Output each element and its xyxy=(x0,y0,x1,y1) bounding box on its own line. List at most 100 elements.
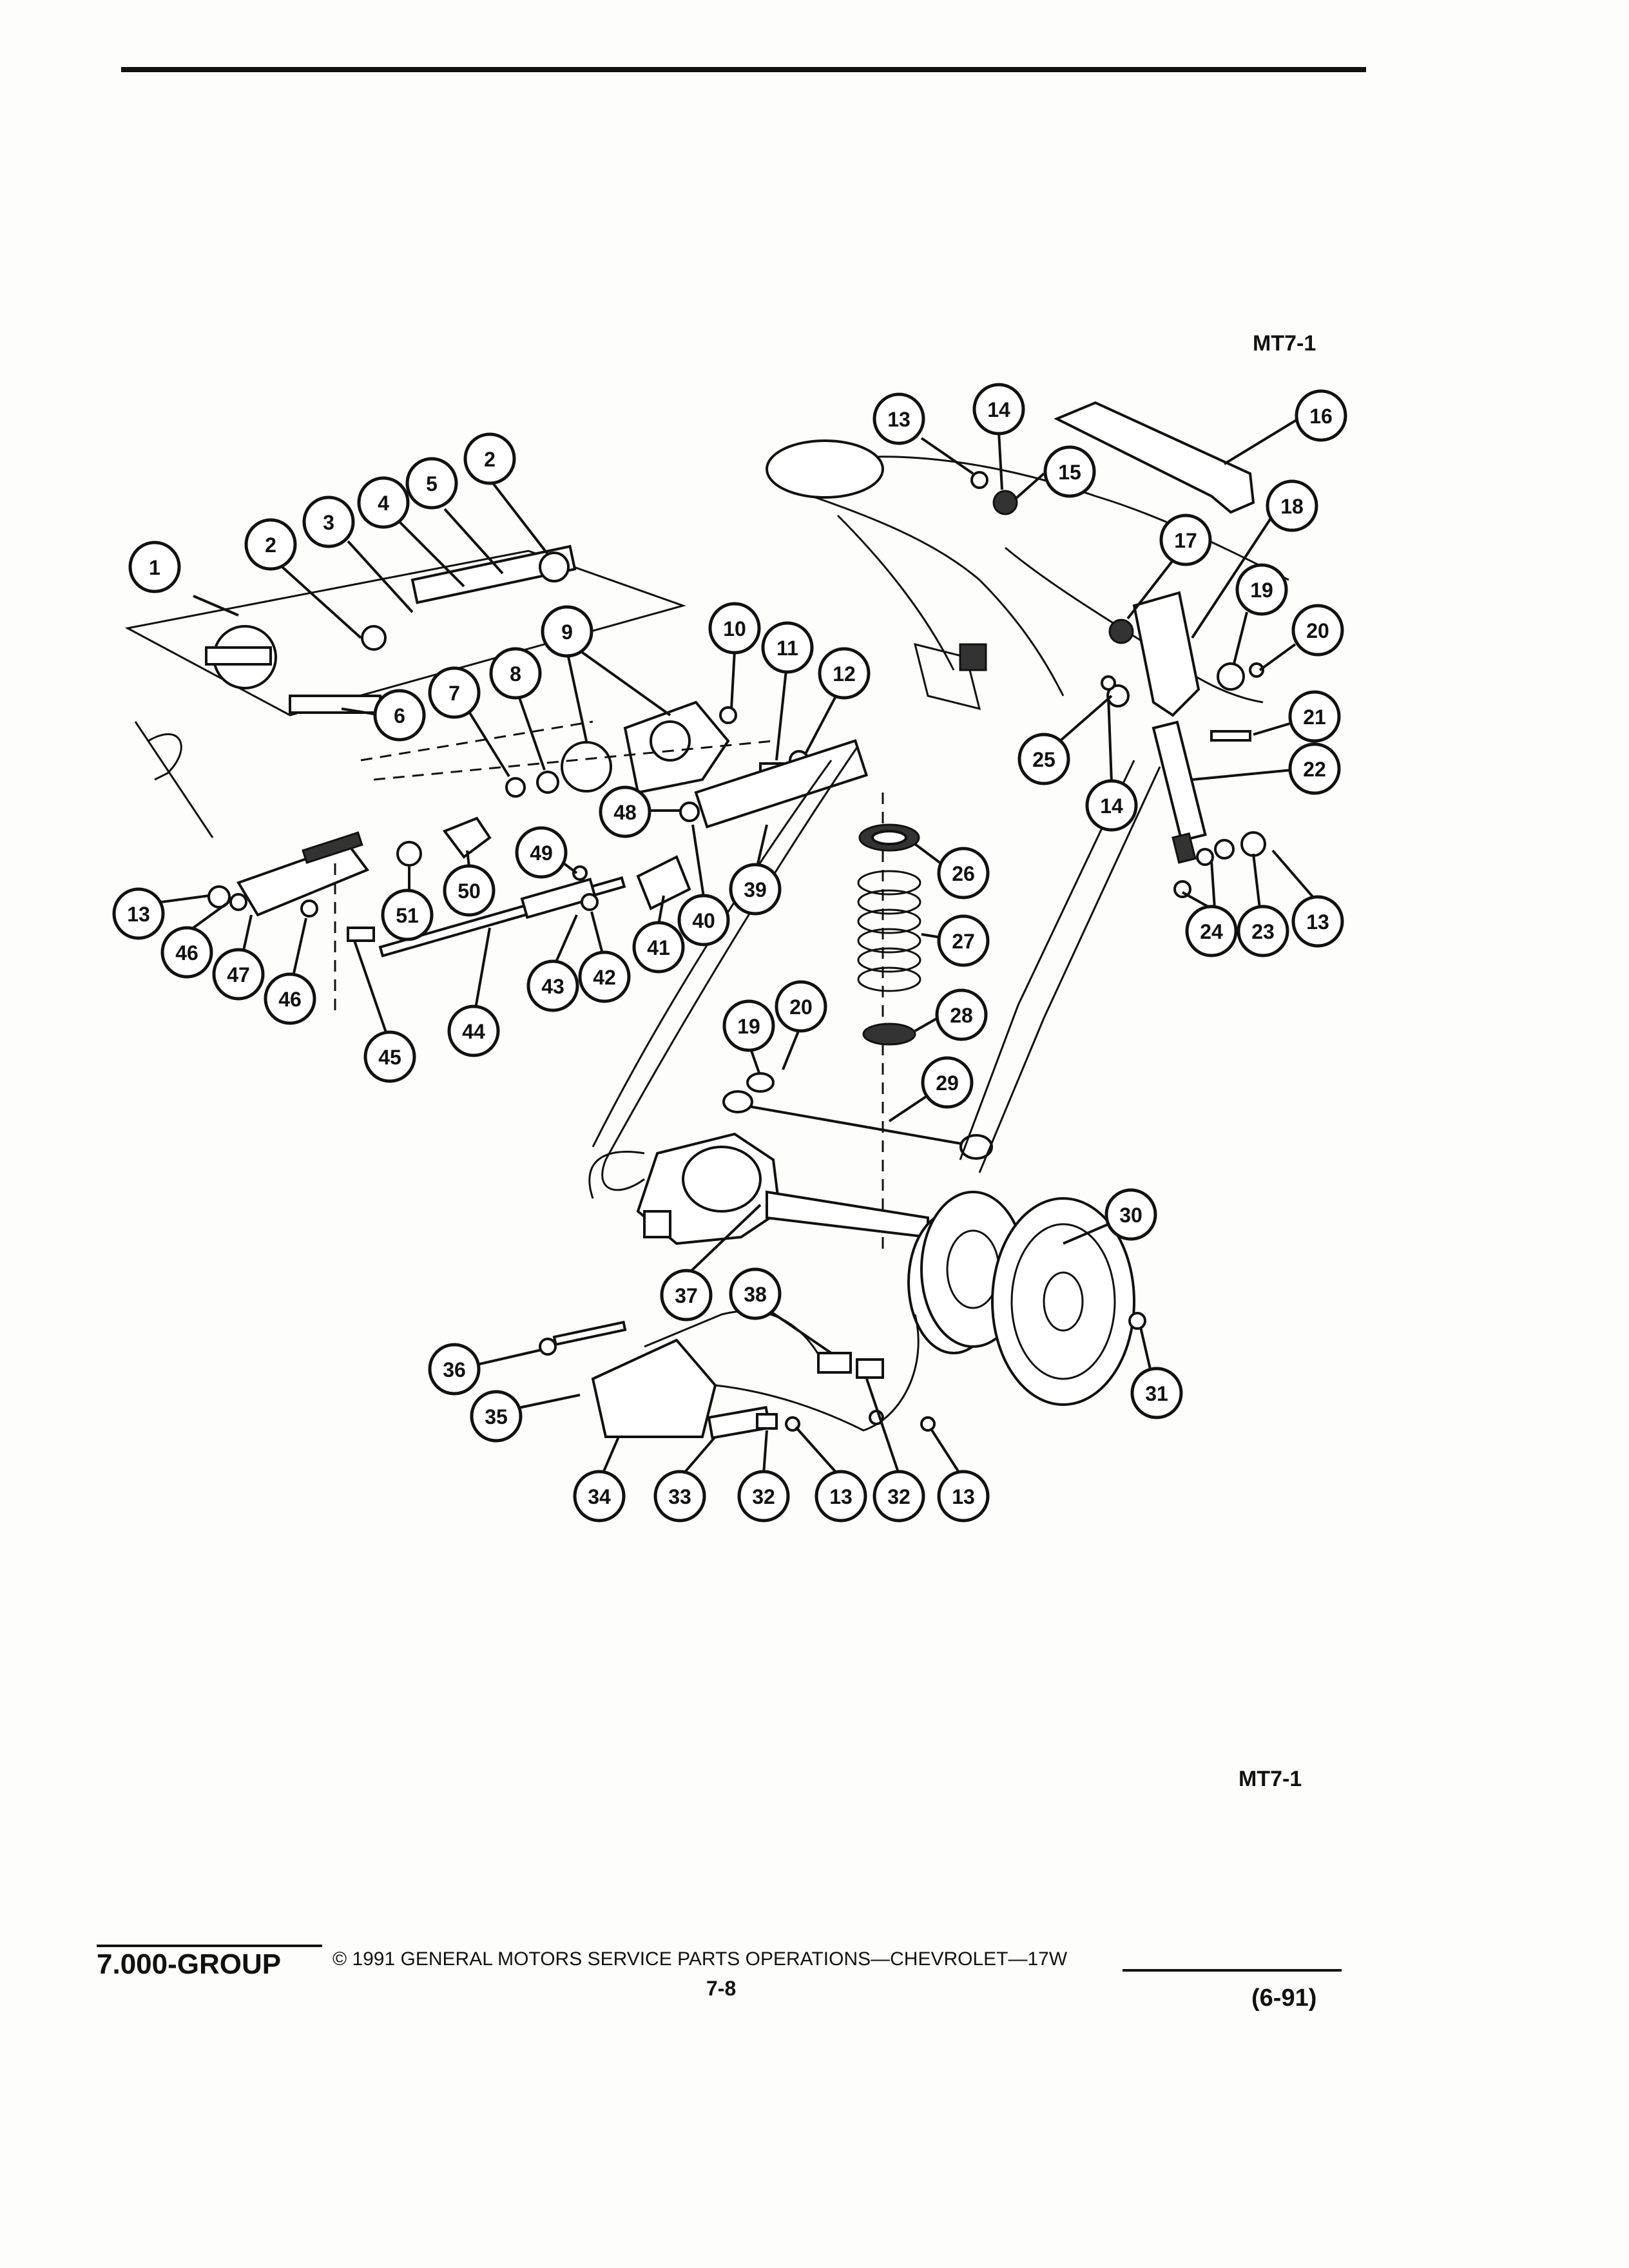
svg-text:28: 28 xyxy=(950,1004,973,1027)
svg-text:31: 31 xyxy=(1145,1382,1168,1405)
shock-mount-bracket xyxy=(1132,591,1200,717)
callout-39: 39 xyxy=(729,824,782,916)
callout-31: 31 xyxy=(1130,1327,1183,1419)
svg-text:13: 13 xyxy=(1306,910,1329,934)
callout-42: 42 xyxy=(578,911,631,1003)
callout-49: 49 xyxy=(515,826,578,879)
callout-9: 9 xyxy=(541,605,671,742)
svg-text:18: 18 xyxy=(1280,495,1304,518)
footer-rule-left xyxy=(97,1945,322,1947)
svg-text:17: 17 xyxy=(1174,529,1197,552)
svg-text:35: 35 xyxy=(485,1405,508,1428)
svg-text:50: 50 xyxy=(458,879,481,903)
callout-6: 6 xyxy=(341,689,426,742)
callout-20: 20 xyxy=(1258,604,1344,671)
shaft-sleeve xyxy=(520,878,597,919)
callout-43: 43 xyxy=(526,914,579,1012)
footer-page-number: 7-8 xyxy=(706,1977,737,2000)
callout-30: 30 xyxy=(1063,1188,1157,1245)
footer-rule-right xyxy=(1123,1969,1342,1972)
coil-spring-assembly xyxy=(857,793,921,1250)
svg-text:43: 43 xyxy=(541,975,564,998)
svg-text:12: 12 xyxy=(833,662,856,686)
svg-text:46: 46 xyxy=(175,941,198,965)
callout-13-bottom-b: 13 xyxy=(930,1428,990,1523)
svg-text:14: 14 xyxy=(1100,794,1123,818)
svg-text:48: 48 xyxy=(613,801,637,824)
top-rule xyxy=(121,67,1366,72)
svg-text:6: 6 xyxy=(394,704,405,727)
callout-layer: 1 2 3 4 5 2 6 7 8 9 10 11 12 13 14 15 16… xyxy=(112,383,1347,1523)
callout-32-b: 32 xyxy=(865,1378,925,1523)
footer-date: (6-91) xyxy=(1251,1984,1317,2012)
svg-text:13: 13 xyxy=(829,1485,853,1508)
svg-text:45: 45 xyxy=(378,1046,401,1069)
svg-text:33: 33 xyxy=(668,1485,691,1508)
lower-spring-insulator xyxy=(862,1023,916,1046)
svg-text:37: 37 xyxy=(675,1284,698,1307)
callout-32-a: 32 xyxy=(737,1430,790,1523)
svg-text:34: 34 xyxy=(588,1485,611,1508)
callout-14-mid: 14 xyxy=(1085,695,1138,832)
callout-10: 10 xyxy=(708,602,761,709)
svg-text:15: 15 xyxy=(1058,461,1081,484)
callout-13-top: 13 xyxy=(872,392,974,475)
svg-text:32: 32 xyxy=(887,1485,911,1508)
svg-text:46: 46 xyxy=(278,988,302,1011)
callout-7: 7 xyxy=(428,666,510,778)
callout-48: 48 xyxy=(599,785,682,838)
callout-34: 34 xyxy=(573,1436,626,1523)
svg-text:9: 9 xyxy=(561,620,573,644)
svg-text:8: 8 xyxy=(510,662,521,686)
svg-text:13: 13 xyxy=(127,903,150,926)
callout-13-bottom-a: 13 xyxy=(795,1426,867,1523)
svg-text:29: 29 xyxy=(936,1072,959,1095)
svg-text:16: 16 xyxy=(1309,405,1333,428)
svg-text:39: 39 xyxy=(744,878,767,901)
callout-19-lower: 19 xyxy=(722,999,775,1073)
callout-46-b: 46 xyxy=(264,918,316,1025)
svg-text:2: 2 xyxy=(484,448,496,471)
shock-absorber-body xyxy=(1152,720,1207,843)
callout-38: 38 xyxy=(729,1267,833,1354)
body-dome xyxy=(766,439,884,499)
brake-lever-bracket xyxy=(591,1338,717,1438)
callout-40: 40 xyxy=(677,824,730,947)
svg-text:40: 40 xyxy=(692,909,715,932)
svg-text:3: 3 xyxy=(323,511,334,534)
axle-tube xyxy=(766,1190,929,1239)
callout-22: 22 xyxy=(1191,742,1341,795)
svg-text:32: 32 xyxy=(752,1485,775,1508)
callout-44: 44 xyxy=(447,927,500,1057)
footer-copyright: © 1991 GENERAL MOTORS SERVICE PARTS OPER… xyxy=(333,1948,1068,1970)
callout-15: 15 xyxy=(1014,445,1096,501)
svg-text:24: 24 xyxy=(1200,920,1223,943)
wheel xyxy=(991,1197,1135,1406)
callout-13-left: 13 xyxy=(112,887,210,940)
svg-text:25: 25 xyxy=(1032,748,1055,771)
callout-3: 3 xyxy=(302,495,414,613)
svg-text:11: 11 xyxy=(776,637,798,660)
svg-text:7: 7 xyxy=(448,682,460,705)
callout-25: 25 xyxy=(1017,695,1113,785)
callout-19: 19 xyxy=(1233,563,1288,664)
callout-11: 11 xyxy=(761,621,814,761)
svg-text:22: 22 xyxy=(1303,758,1326,781)
vehicle-body-outline xyxy=(766,439,1289,711)
svg-text:14: 14 xyxy=(987,398,1010,421)
callout-17: 17 xyxy=(1126,514,1212,620)
shaft-clamp xyxy=(636,855,691,910)
torque-arm-tube xyxy=(694,739,869,829)
callout-26: 26 xyxy=(914,843,990,899)
svg-text:23: 23 xyxy=(1251,920,1275,943)
svg-text:5: 5 xyxy=(426,472,438,495)
torque-arm xyxy=(592,739,869,1191)
figure-code-top: MT7-1 xyxy=(1253,331,1316,356)
callout-41: 41 xyxy=(632,895,685,974)
rear-axle-assembly xyxy=(588,1132,929,1245)
callout-13-right: 13 xyxy=(1271,849,1344,948)
callout-20-lower: 20 xyxy=(775,980,827,1070)
control-arm-tube xyxy=(410,544,577,604)
callout-27: 27 xyxy=(921,914,990,967)
